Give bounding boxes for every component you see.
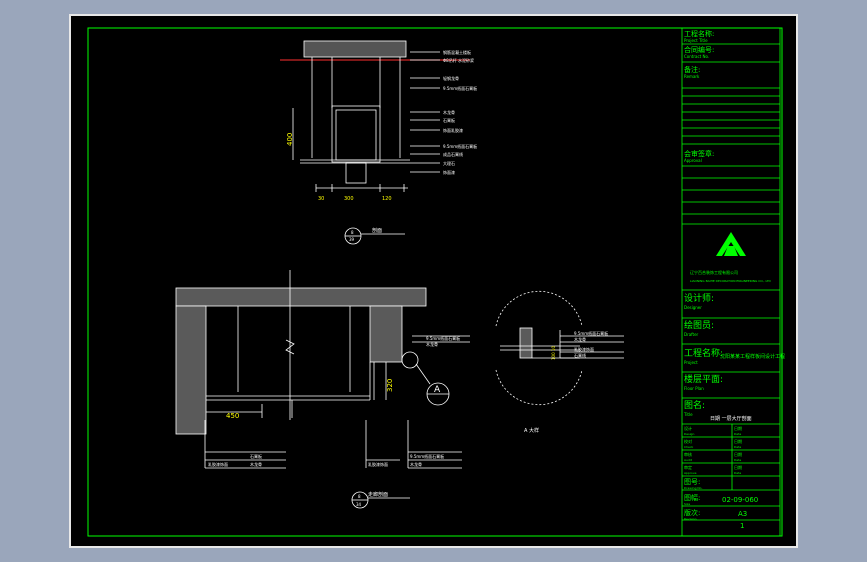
inner-border	[87, 27, 783, 537]
svg-text:9.5mm纸面石膏板: 9.5mm纸面石膏板	[574, 330, 608, 336]
svg-text:图幅:: 图幅:	[684, 493, 700, 502]
svg-text:Approve: Approve	[684, 471, 697, 475]
svg-text:乳胶漆饰面: 乳胶漆饰面	[368, 461, 388, 467]
svg-text:木龙骨: 木龙骨	[443, 109, 455, 115]
svg-text:乳胶漆饰面: 乳胶漆饰面	[208, 461, 228, 467]
svg-text:Φ8吊杆 水泥砂浆: Φ8吊杆 水泥砂浆	[443, 57, 474, 63]
svg-text:Designer: Designer	[684, 305, 702, 310]
title-block	[681, 27, 781, 537]
section-bottom-title: 走廊剖面	[368, 491, 388, 498]
svg-text:Floor Plan: Floor Plan	[684, 386, 704, 391]
company-logo	[716, 232, 746, 256]
dim-bottom-right: 320	[386, 379, 394, 392]
svg-text:日期: 日期	[734, 451, 742, 457]
svg-text:石膏板: 石膏板	[250, 453, 262, 459]
company-name-en: LIAONING BAIHE DECORATION ENGINEERING CO…	[690, 279, 772, 283]
svg-text:Date: Date	[734, 445, 741, 449]
svg-text:绘图员:: 绘图员:	[684, 319, 714, 331]
detail-notes: 9.5mm纸面石膏板 木龙骨 乳胶漆饰面 石膏线	[574, 330, 608, 358]
svg-text:工程名称:: 工程名称:	[684, 347, 723, 359]
svg-text:9.5mm纸面石膏板: 9.5mm纸面石膏板	[443, 85, 477, 91]
svg-text:成品石膏线: 成品石膏线	[443, 151, 463, 157]
svg-text:木龙骨: 木龙骨	[250, 461, 262, 467]
svg-text:轻钢龙骨: 轻钢龙骨	[443, 75, 459, 81]
svg-text:饰面漆: 饰面漆	[443, 169, 455, 175]
section-top-notes: 钢筋混凝土楼板 Φ8吊杆 水泥砂浆 轻钢龙骨 9.5mm纸面石膏板 木龙骨 石膏…	[443, 49, 477, 175]
dim-width-3: 120	[382, 196, 392, 202]
svg-text:备注:: 备注:	[684, 65, 700, 74]
section-bottom	[175, 270, 470, 509]
svg-text:石膏板: 石膏板	[443, 117, 455, 123]
svg-text:木龙骨: 木龙骨	[410, 461, 422, 467]
svg-text:审定: 审定	[684, 464, 692, 470]
title-block-text: 工程名称: Project Title 合同编号: Contract No. 备…	[683, 29, 785, 530]
svg-text:钢筋混凝土楼板: 钢筋混凝土楼板	[443, 49, 471, 55]
svg-text:版次:: 版次:	[684, 508, 700, 517]
section-top	[280, 40, 470, 245]
dim-bottom-left: 450	[226, 412, 239, 420]
svg-text:Audit: Audit	[684, 458, 693, 462]
svg-text:合同编号:: 合同编号:	[684, 45, 714, 54]
svg-text:Check: Check	[684, 445, 693, 449]
callout-top-sheet: 39	[349, 237, 355, 242]
svg-text:日期: 日期	[734, 425, 742, 431]
drawing-number: 02-09-060	[722, 496, 758, 504]
svg-text:Date: Date	[734, 432, 741, 436]
svg-text:Remark: Remark	[684, 74, 700, 79]
callout-bottom-sheet: 34	[356, 502, 362, 507]
svg-text:9.5mm纸面石膏板: 9.5mm纸面石膏板	[426, 335, 460, 341]
section-bottom-notes: 9.5mm纸面石膏板 木龙骨 乳胶漆饰面 石膏板 木龙骨 乳胶漆饰面 9.5mm…	[208, 335, 460, 467]
dim-width-2: 300	[344, 196, 354, 202]
svg-text:木龙骨: 木龙骨	[426, 341, 438, 347]
svg-text:饰面乳胶漆: 饰面乳胶漆	[443, 127, 463, 133]
svg-text:设计: 设计	[684, 425, 692, 431]
svg-text:Contract No.: Contract No.	[684, 54, 709, 59]
section-top-title: 剖面	[372, 227, 382, 234]
svg-text:大理石: 大理石	[443, 160, 455, 166]
svg-text:Project: Project	[684, 360, 698, 365]
svg-text:Drawing No.: Drawing No.	[684, 486, 702, 490]
sheet-size: A3	[738, 510, 747, 518]
svg-text:工程名称:: 工程名称:	[684, 29, 714, 38]
svg-text:Drafter: Drafter	[684, 332, 699, 337]
svg-text:Date: Date	[734, 458, 741, 462]
svg-text:9.5mm纸面石膏板: 9.5mm纸面石膏板	[443, 143, 477, 149]
svg-text:Approval: Approval	[684, 158, 702, 163]
svg-text:日期: 日期	[734, 464, 742, 470]
svg-text:图名:: 图名:	[684, 399, 705, 411]
callout-a-letter: A	[434, 385, 441, 395]
svg-text:审核: 审核	[684, 451, 692, 457]
detail-dim: 100 10	[551, 346, 556, 360]
revision: 1	[740, 522, 744, 530]
svg-text:Project Title: Project Title	[684, 38, 708, 43]
dim-height-top: 400	[286, 133, 294, 146]
svg-text:日期: 日期	[734, 438, 742, 444]
svg-text:Revision: Revision	[684, 517, 697, 521]
drawing-sheet	[69, 14, 798, 548]
svg-text:图号:: 图号:	[684, 478, 700, 486]
svg-text:会审签章:: 会审签章:	[684, 149, 714, 158]
svg-text:乳胶漆饰面: 乳胶漆饰面	[574, 346, 594, 352]
svg-text:校对: 校对	[684, 438, 692, 444]
callout-top-num: 8	[351, 230, 354, 235]
svg-text:沈阳某某工程样板间设计工程: 沈阳某某工程样板间设计工程	[720, 353, 785, 360]
detail-a	[495, 290, 624, 406]
dim-width-1: 30	[318, 196, 324, 202]
svg-text:Title: Title	[683, 412, 693, 417]
svg-text:石膏线: 石膏线	[574, 352, 586, 358]
svg-text:日期 一层大厅剖面: 日期 一层大厅剖面	[710, 415, 752, 422]
svg-text:楼层平面:: 楼层平面:	[684, 373, 723, 385]
svg-text:Size: Size	[684, 502, 690, 506]
svg-text:木龙骨: 木龙骨	[574, 336, 586, 342]
svg-text:Date: Date	[734, 471, 741, 475]
svg-text:Design: Design	[684, 432, 694, 436]
svg-text:9.5mm纸面石膏板: 9.5mm纸面石膏板	[410, 453, 444, 459]
detail-title: A 大样	[524, 427, 539, 434]
svg-text:设计师:: 设计师:	[684, 292, 714, 304]
company-name-cn: 辽宁百合装饰工程有限公司	[690, 269, 738, 275]
callout-bottom-num: 8	[358, 494, 361, 499]
